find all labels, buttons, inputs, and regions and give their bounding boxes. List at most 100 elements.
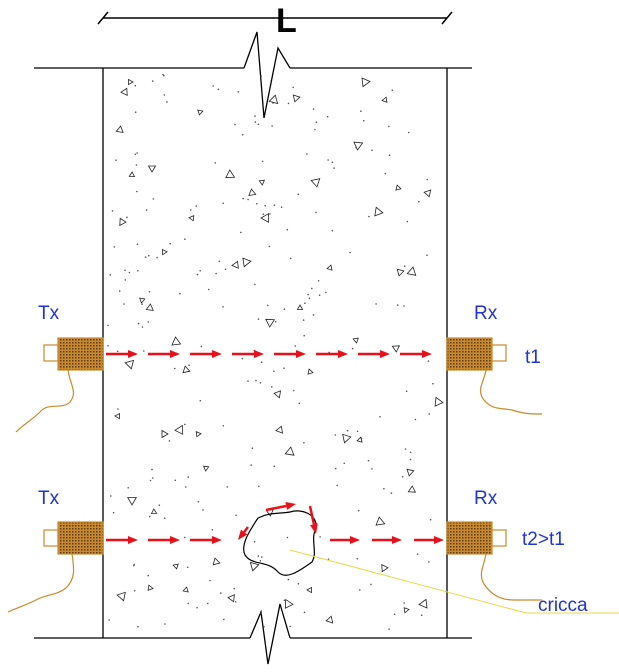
aggregate-dot [297,583,300,585]
aggregate-dot [304,302,306,305]
aggregate-dot [207,288,210,291]
aggregate-dot [405,390,408,393]
aggregate-dot [147,574,149,577]
aggregate-dot [126,216,128,219]
aggregate-dot [137,625,139,628]
aggregate-dot [134,153,137,156]
aggregate-dot [428,561,430,563]
aggregate-triangle [381,563,389,573]
crack-leader-line [289,549,619,614]
aggregate-dot [263,625,265,628]
aggregate-dot [426,254,428,257]
aggregate-dot [289,257,292,260]
aggregate-dot [391,89,394,91]
aggregate-triangle [310,178,321,188]
aggregate-triangle [434,396,444,407]
aggregate-dot [124,269,126,272]
aggregate-dot [327,159,329,161]
aggregate-dot [371,149,373,151]
aggregate-dot [141,326,144,328]
aggregate-dot [151,80,154,82]
aggregate-dot [109,274,112,276]
aggregate-dot [333,167,335,169]
aggregate-triangle [188,214,195,222]
aggregate-dot [152,198,155,200]
aggregate-dot [123,303,125,305]
aggregate-triangle [249,561,260,572]
aggregate-dot [336,484,338,487]
aggregate-dot [334,434,337,436]
aggregate-triangle [353,141,364,151]
aggregate-dot [388,154,391,156]
aggregate-dot [315,121,318,123]
aggregate-dot [363,119,365,122]
aggregate-dot [273,204,276,206]
aggregate-triangle [296,304,304,310]
aggregate-dot [360,110,362,112]
aggregate-dot [331,161,334,163]
aggregate-triangle [174,424,184,435]
aggregate-dot [258,485,260,488]
aggregate-dot [127,487,129,489]
aggregate-dot [152,477,154,479]
aggregate-dot [207,602,209,605]
aggregate-dot [241,357,244,360]
aggregate-dot [147,321,150,323]
aggregate-dot [283,599,286,602]
aggregate-triangle [161,429,169,439]
dimension-line [97,11,453,25]
aggregate-dot [317,280,320,282]
aggregate-dot [226,486,229,488]
aggregate-dot [190,209,192,211]
aggregate-dot [294,345,297,347]
aggregate-dot [174,367,176,370]
aggregate-dot [247,380,249,382]
aggregate-dot [404,448,407,450]
aggregate-dot [418,200,420,203]
aggregate-dot [234,601,237,603]
crack-shape [243,510,317,576]
aggregate-dot [257,318,260,320]
aggregate-dot [196,273,199,276]
aggregate-dot [308,297,311,300]
aggregate-triangle [145,303,154,311]
aggregate-triangle [307,368,314,375]
break-symbol-bottom [249,603,291,665]
aggregate-dot [257,555,260,557]
aggregate-dot [156,256,158,259]
aggregate-dots [107,73,434,630]
rx-top-label: Rx [474,303,498,324]
aggregate-dot [273,465,276,468]
aggregate-dot [326,115,329,118]
aggregate-dot [149,515,151,518]
aggregate-triangle [139,297,146,304]
aggregate-triangle [150,508,158,515]
aggregate-dot [429,518,432,521]
aggregate-dot [283,367,285,370]
aggregate-dot [149,479,152,482]
wave-arrow [238,526,249,540]
aggregate-dot [247,198,249,201]
aggregate-dot [266,304,269,307]
aggregate-triangle [119,217,127,227]
aggregate-triangle [326,264,333,271]
aggregate-dot [241,134,244,136]
aggregate-triangle [391,345,401,353]
aggregate-dot [133,590,136,592]
aggregate-dot [250,464,252,466]
aggregate-dot [359,589,361,591]
wave-arrow [148,536,180,544]
aggregate-triangle [406,266,417,276]
aggregate-dot [184,536,186,539]
aggregate-dot [169,242,171,245]
aggregate-dot [107,345,109,347]
aggregate-triangle [423,189,432,198]
wave-arrow [148,350,180,358]
aggregate-triangle [248,188,257,197]
aggregate-dot [343,462,346,465]
aggregate-dot [112,511,115,514]
rx-bottom-label: Rx [474,488,498,509]
aggregate-dot [262,213,265,215]
aggregate-triangle [361,77,371,88]
aggregate-triangle [407,485,417,493]
